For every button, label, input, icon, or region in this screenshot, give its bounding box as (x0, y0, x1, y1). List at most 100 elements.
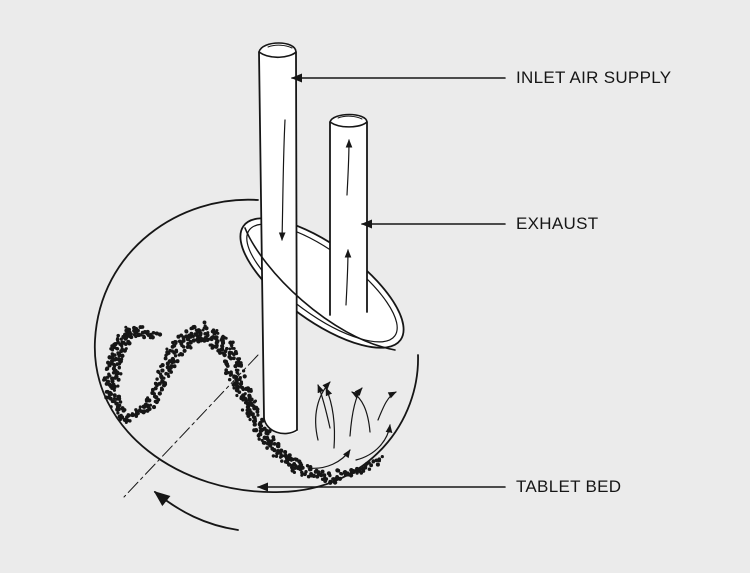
airflow-arrows (307, 381, 397, 469)
tablet-dot (351, 469, 356, 475)
tablet-dot (311, 473, 316, 478)
tablet-dot (237, 363, 242, 368)
pan-body (94, 198, 419, 493)
tablet-dot (227, 377, 232, 382)
tablet-dot (237, 390, 242, 394)
tablet-dot (300, 465, 305, 470)
tablet-dot (224, 368, 228, 372)
tablet-dot (342, 470, 347, 475)
tablet-dot (187, 344, 192, 348)
tablet-dot (318, 472, 324, 477)
tablet-dot (141, 410, 146, 415)
tablet-dot (259, 428, 264, 433)
tablet-dot (264, 431, 268, 435)
tablet-dot (132, 333, 136, 337)
tablet-dot (110, 378, 115, 384)
tablet-dot (118, 400, 123, 404)
tablet-dot (180, 352, 185, 357)
tablet-dot (229, 343, 234, 348)
tablet-dot (224, 371, 228, 376)
tablet-dot (304, 470, 308, 474)
tablet-dot (157, 391, 162, 396)
tablet-dot (227, 351, 232, 356)
tablet-dot (148, 403, 153, 407)
tablet-dot (165, 365, 170, 370)
tablet-dot (121, 340, 126, 345)
tablet-dot (173, 340, 177, 344)
tablet-dot (159, 386, 164, 390)
tablet-dot (247, 389, 251, 393)
tablet-dot (116, 384, 120, 388)
tablet-dot (134, 408, 138, 412)
tablet-dot (110, 355, 115, 360)
tablet-dot (305, 464, 310, 468)
tablet-dot (335, 468, 340, 473)
tablet-dot (224, 336, 228, 340)
tablet-dot (146, 396, 150, 400)
tablet-dot (241, 369, 246, 373)
tablet-dot (113, 376, 118, 380)
tablet-dot (264, 428, 269, 433)
tablet-dot (323, 479, 328, 483)
tablet-dot (234, 368, 238, 372)
tablet-dot (121, 354, 125, 358)
tablet-dot (112, 358, 117, 362)
tablet-dot (205, 333, 210, 338)
tablet-dot (282, 454, 286, 458)
tablet-dot (115, 362, 120, 366)
tablet-dot (102, 378, 106, 382)
tablet-dot (189, 340, 193, 345)
tablet-dot (267, 429, 272, 434)
tablet-dot (124, 328, 128, 333)
tablet-dot (315, 474, 320, 479)
tablet-dot (377, 459, 382, 463)
tablet-dot (339, 471, 343, 476)
tablet-dot (228, 356, 233, 361)
tablet-bed (102, 320, 384, 485)
tablet-dot (109, 392, 113, 396)
tablet-dot (170, 356, 175, 362)
tablet-dot (194, 333, 200, 338)
tablet-dot (182, 348, 187, 353)
tablet-dot (104, 381, 109, 386)
inlet-air-supply-label: INLET AIR SUPPLY (516, 68, 672, 87)
tablet-dot (253, 399, 258, 403)
tablet-dot (114, 346, 118, 350)
tablet-dot (117, 366, 121, 370)
tablet-dot (222, 352, 227, 358)
tablet-dot (173, 349, 179, 354)
tablet-dot (261, 440, 266, 445)
tablet-dot (306, 474, 311, 479)
tablet-dot (292, 470, 297, 475)
tablet-dot (223, 349, 228, 354)
tablet-dot (367, 467, 372, 471)
tablet-dot (126, 413, 130, 417)
tablet-dot (272, 447, 277, 453)
tablet-dot (337, 476, 343, 481)
tablet-dot (269, 442, 274, 446)
tablet-dot (246, 413, 251, 418)
tablet-dot (112, 388, 116, 392)
tablet-dot (271, 437, 276, 442)
tablet-dot (239, 381, 244, 386)
tablet-dot (122, 348, 127, 353)
tablet-dot (272, 442, 277, 446)
tablet-dot (371, 459, 376, 463)
tablet-dot (355, 471, 359, 475)
tablet-dot (211, 328, 216, 333)
tablet-dot (115, 397, 119, 401)
tablet-dot (215, 328, 219, 333)
tablet-dot (162, 376, 166, 380)
tablet-dot (119, 372, 123, 376)
tablet-dot (234, 351, 239, 356)
tablet-dot (107, 363, 112, 368)
tablet-dot (237, 359, 241, 364)
tablet-dot (258, 432, 263, 437)
tablet-dot (111, 371, 116, 375)
exhaust-label: EXHAUST (516, 214, 599, 233)
tablet-dot (231, 382, 236, 387)
tablet-dot (375, 462, 380, 467)
tablet-dot (300, 463, 304, 467)
tablet-dot (155, 377, 159, 381)
